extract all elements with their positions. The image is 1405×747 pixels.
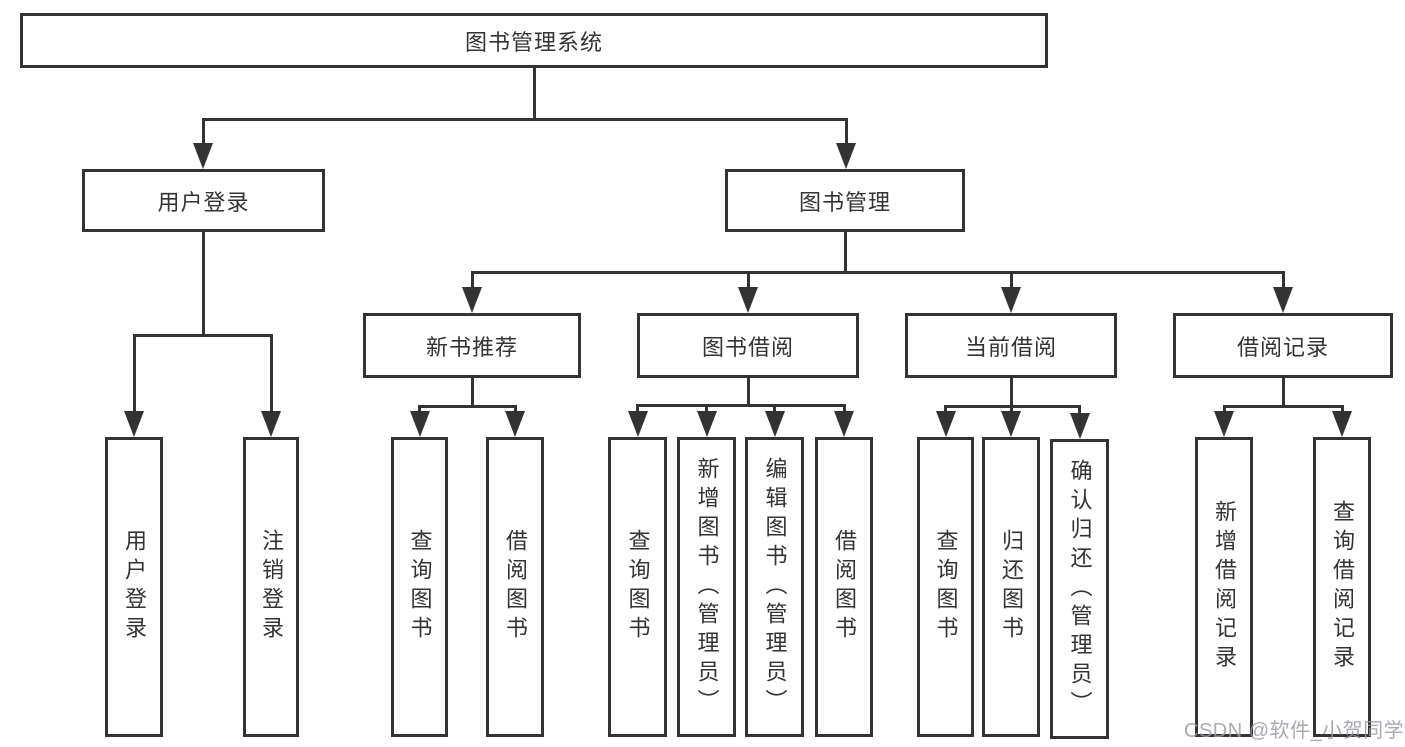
- leaf-label: 归还图书: [999, 529, 1024, 645]
- leaf-label: 用户登录: [122, 529, 147, 645]
- connector-to-leaf: [773, 405, 776, 413]
- connector-to-borrow-records: [1281, 272, 1285, 289]
- connector-to-current-borrow: [1009, 272, 1013, 289]
- connector-to-leaf: [1222, 406, 1226, 413]
- node-library-management-system: 图书管理系统: [20, 13, 1048, 68]
- arrow-down-icon: [505, 411, 525, 437]
- connector-records-hbar: [1222, 404, 1344, 408]
- node-label: 用户登录: [157, 189, 250, 215]
- connector-borrow-hbar: [636, 403, 846, 407]
- leaf-label: 查询图书: [625, 529, 651, 645]
- leaf-label: 确认归还（管理员）: [1067, 458, 1093, 720]
- node-label: 图书管理系统: [464, 29, 603, 55]
- arrow-down-icon: [1069, 413, 1090, 439]
- connector-to-leaf: [944, 406, 947, 413]
- connector-to-leaf: [1009, 406, 1013, 413]
- arrow-down-icon: [1273, 287, 1293, 313]
- arrow-down-icon: [1332, 411, 1352, 437]
- leaf-label: 编辑图书（管理员）: [762, 456, 788, 718]
- node-user-login: 用户登录: [82, 169, 325, 232]
- connector-borrow-stem: [746, 378, 750, 405]
- arrow-down-icon: [462, 287, 482, 313]
- arrow-down-icon: [124, 411, 144, 437]
- connector-to-leaf: [1078, 406, 1081, 413]
- leaf-label: 查询图书: [933, 529, 959, 645]
- connector-to-leaf: [842, 405, 846, 413]
- node-current-borrow: 当前借阅: [905, 313, 1117, 378]
- leaf-label: 借阅图书: [832, 529, 857, 645]
- arrow-down-icon: [193, 143, 213, 169]
- arrow-down-icon: [1001, 411, 1021, 437]
- leaf-borrow-edit-books-admin: 编辑图书（管理员）: [745, 437, 804, 737]
- leaf-query-borrow-record: 查询借阅记录: [1313, 437, 1371, 737]
- connector-to-leaf-logout: [269, 335, 273, 413]
- arrow-down-icon: [696, 411, 717, 437]
- arrow-down-icon: [836, 143, 856, 169]
- arrow-down-icon: [738, 287, 758, 313]
- arrow-down-icon: [1001, 287, 1021, 313]
- arrow-down-icon: [409, 411, 430, 437]
- connector-to-book-borrow: [746, 272, 750, 289]
- node-book-management: 图书管理: [725, 169, 965, 232]
- leaf-user-login: 用户登录: [105, 437, 163, 737]
- connector-to-leaf: [418, 406, 421, 413]
- connector-to-leaf: [705, 405, 708, 413]
- connector-to-leaf: [513, 406, 517, 413]
- arrow-down-icon: [834, 411, 854, 437]
- node-borrow-records: 借阅记录: [1173, 313, 1393, 378]
- watermark: CSDN @软件_小贺同学: [1184, 720, 1405, 742]
- leaf-label: 新增图书（管理员）: [694, 456, 720, 718]
- leaf-borrow-add-books-admin: 新增图书（管理员）: [677, 437, 736, 737]
- leaf-recommend-borrow-books: 借阅图书: [486, 437, 544, 737]
- arrow-down-icon: [627, 411, 648, 437]
- arrow-down-icon: [935, 411, 956, 437]
- connector-to-leaf: [1340, 406, 1344, 413]
- leaf-current-return-books: 归还图书: [982, 437, 1040, 737]
- connector-current-stem: [1009, 378, 1013, 406]
- connector-user-login-stem: [202, 232, 205, 335]
- connector-to-leaf: [636, 405, 639, 413]
- arrow-down-icon: [1214, 411, 1234, 437]
- leaf-current-confirm-return-admin: 确认归还（管理员）: [1050, 439, 1109, 739]
- node-new-book-recommend: 新书推荐: [363, 313, 581, 378]
- connector-level3-hbar: [470, 270, 1285, 274]
- leaf-add-borrow-record: 新增借阅记录: [1195, 437, 1253, 737]
- connector-records-stem: [1281, 378, 1285, 406]
- leaf-borrow-borrow-books: 借阅图书: [815, 437, 873, 737]
- leaf-label: 借阅图书: [503, 529, 528, 645]
- leaf-borrow-query-books: 查询图书: [608, 437, 667, 737]
- connector-root-stem: [532, 68, 536, 119]
- connector-to-new-book-recommend: [470, 272, 474, 289]
- arrow-down-icon: [764, 411, 785, 437]
- node-label: 借阅记录: [1236, 334, 1329, 360]
- connector-user-login-hbar: [132, 333, 273, 337]
- leaf-label: 查询借阅记录: [1330, 500, 1355, 674]
- leaf-label: 查询图书: [407, 529, 433, 645]
- arrow-down-icon: [261, 411, 281, 437]
- node-label: 图书借阅: [701, 334, 794, 360]
- connector-recommend-hbar: [418, 404, 517, 408]
- connector-recommend-stem: [470, 378, 474, 406]
- connector-to-user-login: [201, 119, 205, 145]
- connector-current-hbar: [944, 404, 1081, 408]
- leaf-label: 注销登录: [259, 529, 284, 645]
- leaf-label: 新增借阅记录: [1212, 500, 1237, 674]
- node-label: 新书推荐: [425, 334, 518, 360]
- node-label: 当前借阅: [964, 334, 1057, 360]
- node-book-borrow: 图书借阅: [637, 313, 859, 378]
- node-label: 图书管理: [798, 189, 891, 215]
- leaf-recommend-query-books: 查询图书: [391, 437, 448, 737]
- leaf-logout: 注销登录: [243, 437, 299, 737]
- connector-root-hbar: [201, 117, 848, 121]
- connector-book-management-stem: [843, 232, 847, 272]
- connector-to-leaf-user-login: [132, 335, 136, 413]
- connector-to-book-management: [844, 119, 848, 145]
- leaf-current-query-books: 查询图书: [917, 437, 974, 737]
